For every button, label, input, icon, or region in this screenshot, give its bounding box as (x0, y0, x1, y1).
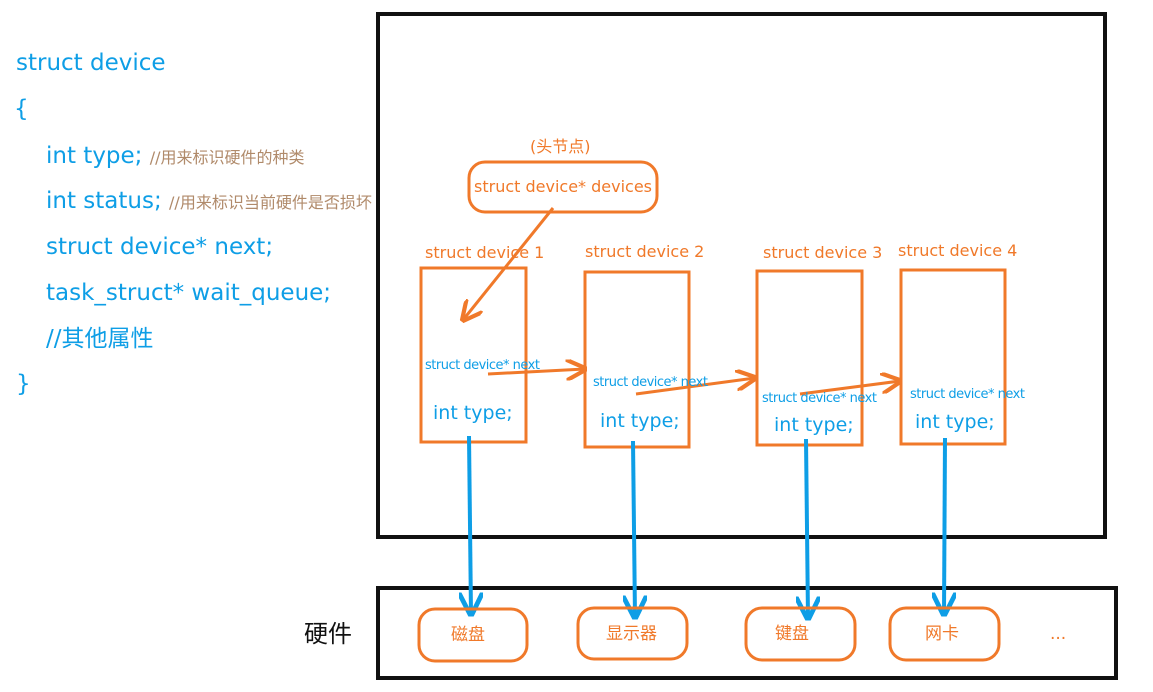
code-comment-type: //用来标识硬件的种类 (149, 148, 305, 167)
head-node-label: (头节点) (530, 137, 591, 156)
hardware-item-keyboard: 键盘 (775, 624, 809, 644)
code-line-open-brace: { (14, 96, 29, 122)
type-arrow-2 (633, 440, 635, 617)
code-line-wait-queue: task_struct* wait_queue; (46, 280, 332, 306)
hardware-item-display: 显示器 (606, 624, 657, 644)
head-node-box (467, 160, 659, 214)
head-arrow (463, 207, 555, 320)
device-node-1-type: int type; (433, 402, 513, 424)
device-node-1-next: struct device* next (425, 358, 540, 373)
hardware-title: 硬件 (304, 620, 352, 648)
code-int-type: int type; (46, 143, 143, 169)
device-node-1-label: struct device 1 (425, 243, 545, 262)
code-line-other-attrs: //其他属性 (46, 326, 154, 352)
device-node-4-type: int type; (915, 411, 995, 433)
device-node-3-next: struct device* next (762, 391, 877, 406)
type-arrow-3 (806, 438, 808, 618)
code-line-int-status: int status; //用来标识当前硬件是否损坏 (46, 190, 372, 213)
device-node-4-box (899, 268, 1007, 446)
hardware-box-keyboard (744, 606, 857, 662)
type-arrow-4 (944, 437, 945, 614)
hardware-box-nic (888, 606, 1001, 662)
hardware-item-nic: 网卡 (925, 624, 959, 644)
code-int-status: int status; (46, 188, 162, 214)
device-node-2-next: struct device* next (593, 375, 708, 390)
code-line-close-brace: } (16, 371, 31, 397)
hardware-item-disk: 磁盘 (451, 625, 485, 645)
code-line-struct-device: struct device (16, 50, 166, 76)
hardware-box-disk (417, 607, 529, 663)
device-node-3-type: int type; (774, 414, 854, 436)
device-node-4-next: struct device* next (910, 387, 1025, 402)
device-node-2-type: int type; (600, 410, 680, 432)
device-node-1-box (419, 266, 528, 444)
device-node-2-label: struct device 2 (585, 242, 705, 261)
next-arrow-2-3 (635, 378, 755, 396)
next-arrow-3-4 (799, 381, 900, 396)
device-node-3-label: struct device 3 (763, 243, 883, 262)
type-arrow-1 (469, 435, 471, 614)
kernel-frame (376, 12, 1107, 539)
code-line-int-type: int type; //用来标识硬件的种类 (46, 145, 305, 168)
hardware-more: ... (1050, 624, 1067, 644)
next-arrow-1-2 (487, 369, 585, 374)
code-line-next: struct device* next; (46, 234, 274, 260)
device-node-4-label: struct device 4 (898, 241, 1018, 260)
hardware-frame (376, 586, 1118, 680)
code-comment-status: //用来标识当前硬件是否损坏 (169, 193, 372, 212)
device-node-3-box (755, 269, 864, 447)
hardware-box-display (576, 606, 689, 661)
head-node-text: struct device* devices (474, 177, 653, 196)
